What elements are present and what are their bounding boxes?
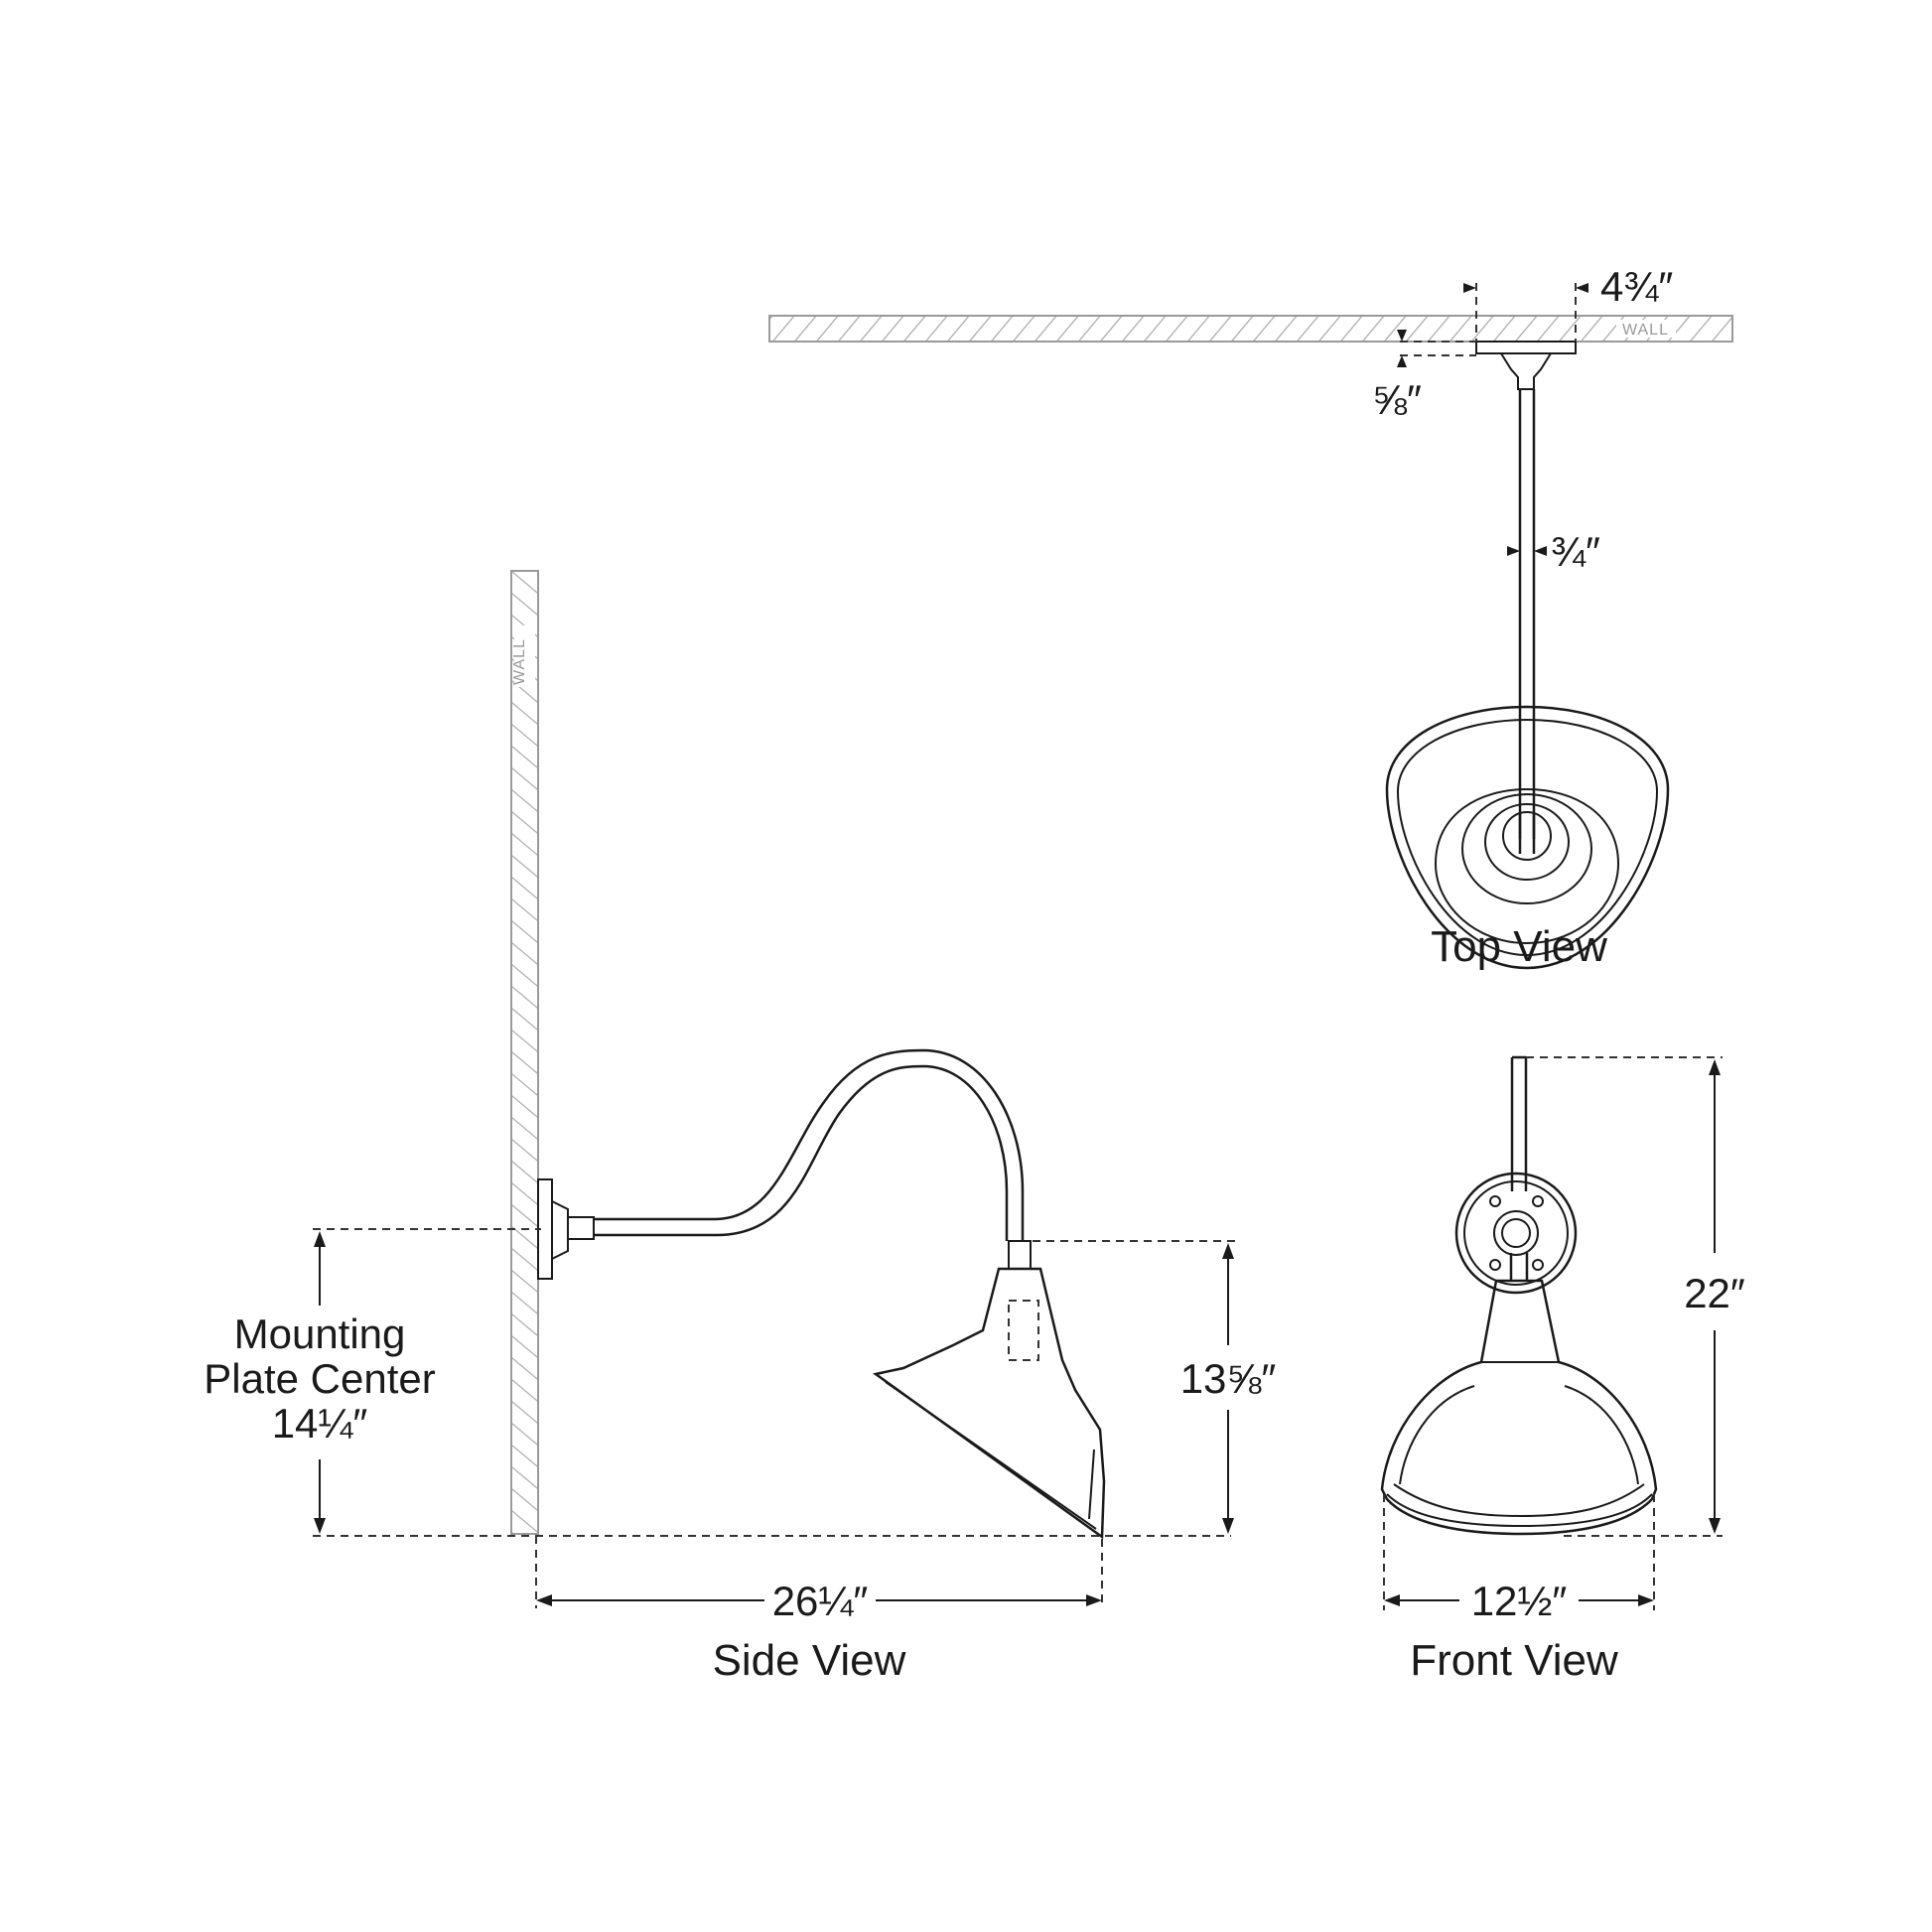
side-mounting-label-line1: Mounting xyxy=(234,1311,406,1357)
side-wall-label: WALL xyxy=(511,638,528,685)
top-view-label: Top View xyxy=(1431,922,1607,971)
side-shade xyxy=(872,1240,1106,1540)
side-view: WALL Mounting Plate Center 14¼″ xyxy=(204,570,1277,1685)
front-view-label: Front View xyxy=(1410,1636,1618,1685)
top-view: WALL 4¾″ ⅝″ ¾″ xyxy=(768,263,1733,971)
side-height-dim: 13⅝″ xyxy=(1180,1355,1277,1402)
side-wall: WALL xyxy=(510,570,539,1535)
top-arm-diameter-dim: ¾″ xyxy=(1551,528,1600,575)
top-knuckle xyxy=(1499,352,1553,390)
side-view-label: Side View xyxy=(713,1636,906,1685)
top-wall-label: WALL xyxy=(1622,322,1669,339)
front-view: 22″ 12½″ Front View xyxy=(1380,1055,1745,1685)
top-plate-width-dim: 4¾″ xyxy=(1600,263,1673,310)
front-width-dim: 12½″ xyxy=(1471,1578,1568,1624)
top-wall: WALL xyxy=(768,315,1733,343)
front-backplate xyxy=(1454,1172,1578,1295)
top-shade xyxy=(1385,705,1670,970)
front-shade xyxy=(1380,1279,1658,1536)
top-plate-depth-dim: ⅝″ xyxy=(1372,376,1422,423)
side-arm-inner xyxy=(594,1064,1009,1241)
top-mounting-plate xyxy=(1475,341,1577,354)
side-mounting-label-line2: Plate Center xyxy=(204,1355,435,1402)
side-arm-outer xyxy=(594,1048,1025,1241)
side-mounting-value: 14¼″ xyxy=(272,1400,368,1447)
front-overall-height-dim: 22″ xyxy=(1684,1270,1745,1316)
side-knuckle xyxy=(551,1199,569,1261)
side-extension-dim: 26¼″ xyxy=(772,1578,869,1624)
